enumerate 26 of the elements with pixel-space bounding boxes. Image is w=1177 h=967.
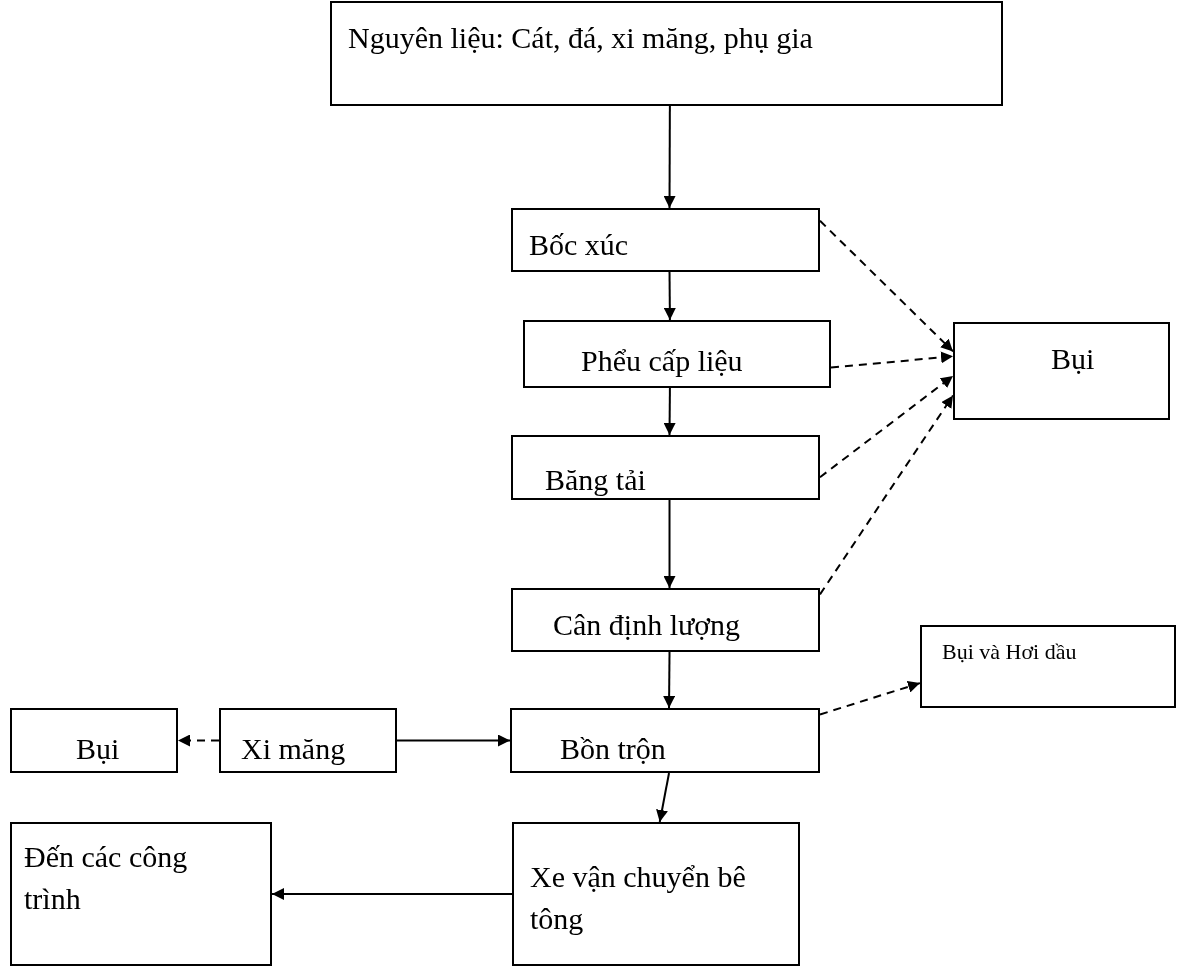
process-box: Nguyên liệu: Cát, đá, xi măng, phụ gia [330,1,1003,106]
arrow [663,387,676,436]
process-box: Bụi và Hơi dầu [920,625,1176,708]
process-box: Phểu cấp liệu [523,320,831,388]
dashed-arrow [177,734,220,747]
process-box: Bụi [953,322,1170,420]
dashed-arrow [819,394,954,596]
process-box: Bốc xúc [511,208,820,272]
arrow [663,651,676,709]
dashed-arrow [830,351,954,369]
arrow [271,888,513,900]
process-box: Xe vận chuyển bê tông [512,822,800,966]
dashed-arrow [819,374,954,479]
arrow [663,271,676,321]
process-box: Xi măng [219,708,397,773]
process-box: Cân định lượng [511,588,820,652]
process-box: Bụi [10,708,178,773]
arrow [656,772,671,823]
arrow [396,734,511,747]
dashed-arrow [819,680,921,716]
dashed-arrow [819,219,954,353]
process-box: Đến các công trình [10,822,272,966]
arrow [663,105,676,209]
process-box: Bồn trộn [510,708,820,773]
process-box: Băng tải [511,435,820,500]
arrow [663,499,676,589]
